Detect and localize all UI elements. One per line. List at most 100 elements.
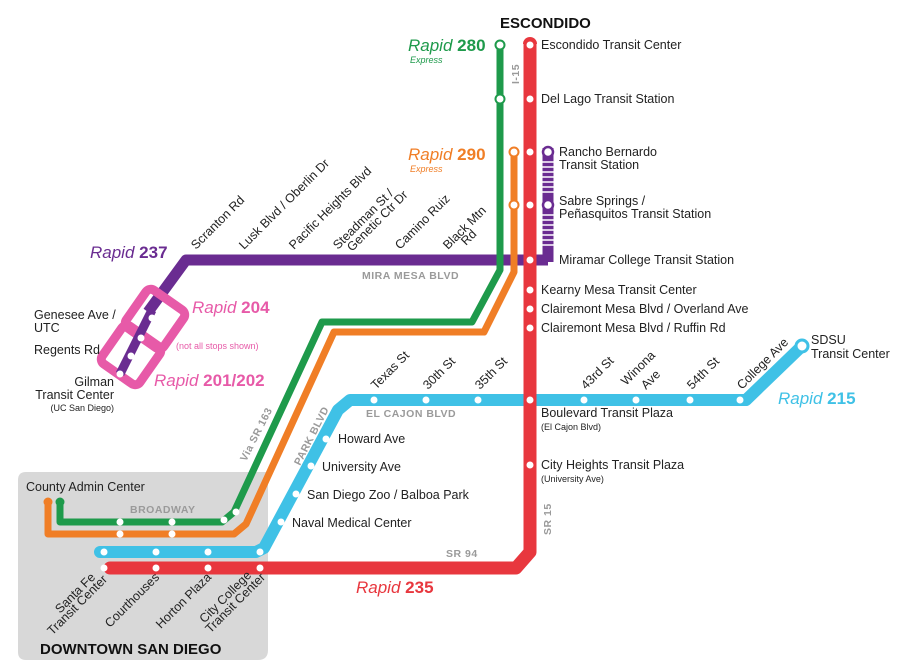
stop-290-county-admin: [43, 497, 53, 507]
city-downtown: DOWNTOWN SAN DIEGO: [40, 641, 222, 658]
stop-sabre-springs-red: [526, 201, 534, 209]
stop-santa-fe-red: [100, 564, 108, 572]
label-city-heights: City Heights Transit Plaza: [541, 458, 684, 472]
stop-clairemont-ruffin: [526, 324, 534, 332]
route-215-stops: [100, 338, 810, 556]
label-kearny: Kearny Mesa Transit Center: [541, 283, 697, 297]
route-290-stops: [43, 146, 520, 538]
label-clairemont-overland: Clairemont Mesa Blvd / Overland Ave: [541, 302, 749, 316]
stop-kearny: [526, 286, 534, 294]
route-237-to-gilman: [115, 307, 157, 377]
stop-gilman: [116, 370, 124, 378]
stop-escondido: [526, 41, 534, 49]
label-rancho-1: Rancho Bernardo: [559, 145, 657, 159]
label-gilman-sub: (UC San Diego): [50, 403, 114, 413]
stop-regents: [137, 334, 145, 342]
label-miramar: Miramar College Transit Station: [559, 253, 734, 267]
stop-clairemont-overland: [526, 305, 534, 313]
route-label-215: Rapid 215: [778, 389, 856, 408]
road-sr15: SR 15: [542, 503, 554, 535]
stop-280-broadway-1: [116, 518, 124, 526]
route-sub-280: Express: [410, 55, 443, 65]
stop-santa-fe-blue: [100, 548, 108, 556]
stop-290-broadway-3: [232, 508, 240, 516]
stop-university: [307, 462, 315, 470]
stop-290-broadway-2: [168, 530, 176, 538]
stop-genesee: [148, 314, 156, 322]
label-zoo: San Diego Zoo / Balboa Park: [307, 488, 470, 502]
label-gilman-2: Transit Center: [35, 388, 114, 402]
route-237-stops: [116, 145, 555, 378]
stop-horton-red: [204, 564, 212, 572]
road-el-cajon: EL CAJON BLVD: [366, 408, 456, 420]
road-mira-mesa: MIRA MESA BLVD: [362, 270, 459, 282]
stop-miramar: [526, 256, 534, 264]
stop-sabre-springs-purple: [541, 198, 555, 212]
stop-howard: [322, 435, 330, 443]
stop-290-sabre: [508, 199, 520, 211]
stop-del-lago: [526, 95, 534, 103]
route-label-290: Rapid 290: [408, 145, 486, 164]
road-broadway: BROADWAY: [130, 504, 195, 516]
label-30th: 30th St: [420, 354, 458, 392]
stop-college: [736, 396, 744, 404]
route-280-stops: [55, 39, 506, 526]
stop-horton-blue: [204, 548, 212, 556]
road-i15: I-15: [510, 64, 522, 84]
label-rancho-2: Transit Station: [559, 158, 639, 172]
label-clairemont-ruffin: Clairemont Mesa Blvd / Ruffin Rd: [541, 321, 726, 335]
route-280-line: [56, 46, 504, 526]
stop-35th: [474, 396, 482, 404]
stop-rancho-bernardo-red: [526, 148, 534, 156]
label-54th: 54th St: [684, 354, 722, 392]
label-university: University Ave: [322, 460, 401, 474]
stop-texas: [370, 396, 378, 404]
label-sabre-2: Peñasquitos Transit Station: [559, 207, 711, 221]
route-label-237: Rapid 237: [90, 243, 168, 262]
label-escondido-tc: Escondido Transit Center: [541, 38, 681, 52]
stop-280-broadway-2: [168, 518, 176, 526]
stop-290-rancho: [508, 146, 520, 158]
stop-280-broadway-3: [220, 516, 228, 524]
route-235-top-cap: [523, 37, 537, 44]
stop-boulevard-tp: [526, 396, 534, 404]
note-not-all-stops: (not all stops shown): [176, 341, 259, 351]
route-label-235: Rapid 235: [356, 578, 434, 597]
stop-280-del-lago: [494, 93, 506, 105]
road-sr94: SR 94: [446, 548, 478, 560]
stop-280-county-admin: [55, 497, 65, 507]
route-215-line: [94, 340, 808, 558]
label-sdsu-1: SDSU: [811, 333, 846, 347]
label-texas: Texas St: [368, 348, 412, 392]
label-genesee-2: UTC: [34, 321, 60, 335]
stop-winona: [632, 396, 640, 404]
label-35th: 35th St: [472, 354, 510, 392]
stop-city-college-blue: [256, 548, 264, 556]
route-237-spur-ladder: [542, 161, 554, 246]
stop-290-broadway-1: [116, 530, 124, 538]
label-lusk: Lusk Blvd / Oberlin Dr: [236, 156, 332, 252]
stop-naval: [277, 518, 285, 526]
route-label-201-202: Rapid 201/202: [154, 371, 265, 390]
stop-54th: [686, 396, 694, 404]
route-label-280: Rapid 280: [408, 36, 486, 55]
label-genesee-1: Genesee Ave /: [34, 308, 116, 322]
stop-280-escondido: [494, 39, 506, 51]
label-boulevard-tp-sub: (El Cajon Blvd): [541, 422, 601, 432]
label-sdsu-2: Transit Center: [811, 347, 890, 361]
route-label-204: Rapid 204: [192, 298, 270, 317]
stop-zoo: [292, 490, 300, 498]
stop-courthouses-red: [152, 564, 160, 572]
label-43rd: 43rd St: [578, 353, 617, 392]
label-boulevard-tp: Boulevard Transit Plaza: [541, 406, 673, 420]
stop-rancho-bernardo-purple: [541, 145, 555, 159]
label-regents: Regents Rd: [34, 343, 100, 357]
stop-courthouses-blue: [152, 548, 160, 556]
label-gilman-1: Gilman: [74, 375, 114, 389]
route-sub-290: Express: [410, 164, 443, 174]
route-290-line: [44, 152, 518, 538]
route-235-stops: [100, 41, 534, 572]
city-escondido: ESCONDIDO: [500, 15, 591, 32]
